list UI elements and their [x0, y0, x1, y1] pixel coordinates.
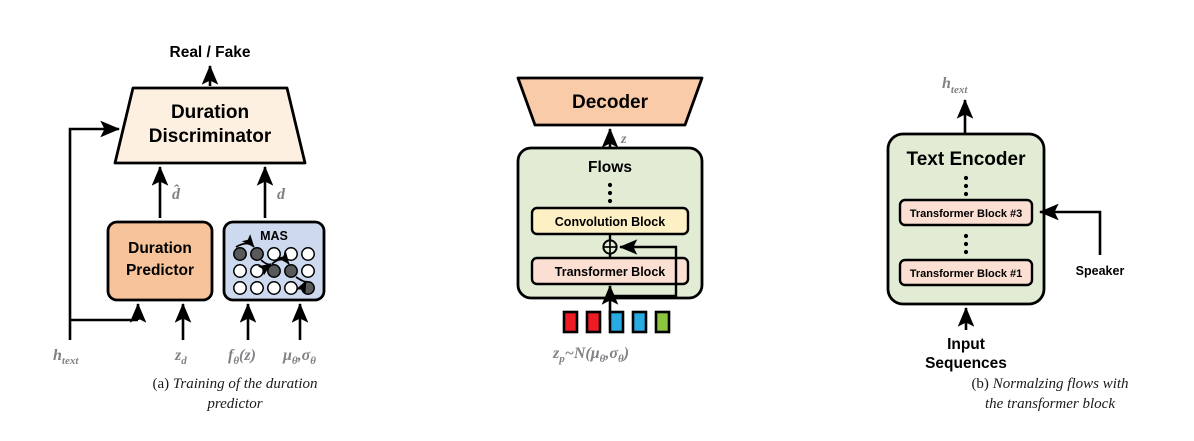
decoder-label: Decoder: [572, 92, 649, 113]
mas-dot-empty: [284, 247, 298, 261]
duration-predictor-label-line1: Duration: [128, 240, 192, 257]
input-label-f-theta: fθ(z): [228, 347, 256, 367]
duration-discriminator-label-line1: Duration: [171, 102, 249, 123]
mas-path-arrow: [257, 259, 272, 276]
panel-a-caption: (a) Training of the duration predictor: [40, 374, 430, 415]
mas-path-arrow: [271, 251, 290, 265]
mas-dot-empty: [301, 264, 315, 278]
mas-dot-filled: [284, 264, 298, 278]
panel-b-normalizing-flows: Decoder z Flows Convolution Block: [440, 0, 1129, 441]
panel-a-output-label: Real / Fake: [170, 44, 251, 61]
panel-c-canvas: htext Text Encoder Transformer Block #3: [886, 75, 1125, 372]
panel-a-caption-line2: predictor: [207, 396, 263, 413]
mas-dot-empty: [267, 247, 281, 261]
flows-vertical-ellipsis: [607, 182, 613, 204]
transformer-block-3-box: [898, 198, 1034, 227]
speaker-label: Speaker: [1076, 264, 1125, 278]
input-label-zp-distribution: zp~N(μθ,σθ): [552, 345, 629, 365]
panel-b-caption: (b) Normalzing flows with the transforme…: [895, 374, 1194, 415]
edge-label-d-hat: d̂: [172, 184, 181, 203]
token-square: [585, 310, 602, 334]
mas-dot-empty: [250, 281, 264, 295]
edge-label-d: d: [277, 186, 286, 203]
input-sequences-label-line1: Input: [947, 336, 985, 353]
residual-skip-connection: [610, 239, 678, 298]
mas-dot-empty: [284, 281, 298, 295]
mas-dot-filled: [233, 247, 247, 261]
mas-dot-empty: [233, 281, 247, 295]
panel-a-caption-label: (a): [152, 376, 170, 392]
mas-dot-filled: [250, 247, 264, 261]
convolution-block-label: Convolution Block: [555, 215, 665, 229]
encoder-upper-ellipsis: [963, 175, 969, 197]
speaker-conditioning-path: [1038, 203, 1102, 255]
mas-dot-empty: [250, 264, 264, 278]
mas-dot-empty: [233, 264, 247, 278]
flows-label: Flows: [588, 159, 632, 176]
duration-discriminator-box: [113, 86, 307, 165]
encoder-lower-ellipsis: [963, 233, 969, 255]
decoder-box: [516, 76, 704, 127]
input-label-h-text: htext: [53, 347, 79, 367]
edge-label-z: z: [620, 132, 627, 147]
panel-b-canvas: Decoder z Flows Convolution Block: [516, 76, 704, 365]
panel-a-caption-line1: Training of the duration: [172, 376, 318, 392]
mas-label: MAS: [260, 229, 288, 243]
panel-b-caption-line1: Normalzing flows with: [992, 376, 1129, 392]
transformer-block-1-label: Transformer Block #1: [910, 268, 1023, 280]
latent-token-row: [562, 310, 671, 334]
text-encoder-label: Text Encoder: [907, 149, 1027, 170]
transformer-block-1-box: [898, 258, 1034, 287]
input-label-z-d: zd: [174, 347, 187, 367]
mas-path-arrow: [235, 234, 255, 248]
mas-alignment-grid: [233, 234, 315, 295]
mas-dot-filled: [267, 264, 281, 278]
panel-b-caption-line2: the transformer block: [985, 396, 1115, 413]
token-square: [562, 310, 579, 334]
token-square: [654, 310, 671, 334]
duration-predictor-label-line2: Predictor: [126, 262, 194, 279]
mas-path-arrow: [295, 276, 307, 295]
mas-dot-empty: [267, 281, 281, 295]
output-label-h-text: htext: [942, 75, 968, 96]
panel-a-duration-predictor-training: Real / Fake Duration Discriminator d̂ d …: [0, 0, 470, 441]
transformer-block-3-label: Transformer Block #3: [910, 208, 1023, 220]
mas-dot-filled: [301, 281, 315, 295]
panel-a-canvas: Real / Fake Duration Discriminator d̂ d …: [53, 44, 326, 367]
duration-discriminator-label-line2: Discriminator: [149, 126, 272, 147]
panel-c-speaker-conditioned-text-encoder: htext Text Encoder Transformer Block #3: [790, 0, 1194, 441]
transformer-block-label: Transformer Block: [555, 265, 666, 279]
input-label-mu-sigma: μθ,σθ: [282, 347, 316, 367]
mas-dot-empty: [301, 247, 315, 261]
feedback-path-htext-to-disc: [68, 120, 121, 320]
panel-b-caption-label: (b): [971, 376, 989, 392]
token-square: [608, 310, 625, 334]
input-sequences-label-line2: Sequences: [925, 355, 1007, 372]
duration-predictor-box: [106, 220, 214, 302]
token-square: [631, 310, 648, 334]
